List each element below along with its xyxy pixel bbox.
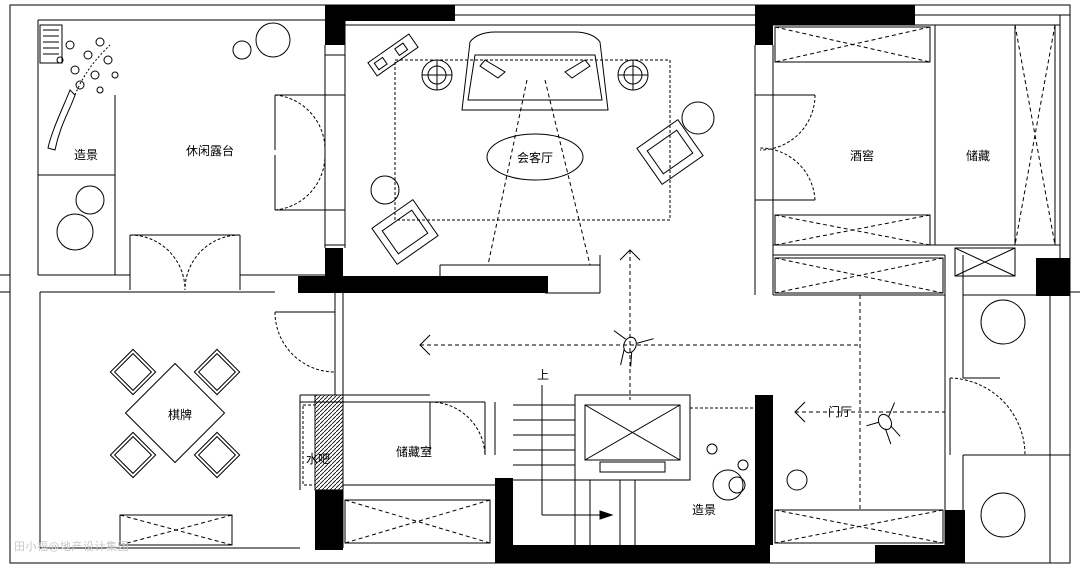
landscape-bottom — [706, 299, 1026, 538]
label-living-room: 会客厅 — [517, 151, 554, 165]
label-water-bar: 水吧 — [306, 452, 331, 466]
label-storage-room: 储藏室 — [396, 445, 433, 459]
chess-table — [109, 348, 241, 479]
stairs — [513, 385, 755, 545]
label-landscape-top: 造景 — [74, 148, 99, 162]
label-chess-room: 棋牌 — [168, 408, 193, 422]
label-terrace: 休闲露台 — [186, 144, 235, 158]
landscape-top — [39, 22, 291, 251]
label-wine-cellar: 酒窖 — [850, 149, 875, 163]
label-landscape-bottom: 造景 — [692, 503, 717, 517]
label-stair-up: 上 — [537, 368, 550, 382]
person-figures — [613, 330, 901, 445]
water-bar — [302, 394, 344, 491]
walls — [298, 5, 1070, 563]
cabinets — [119, 24, 1056, 546]
doors — [129, 94, 1026, 456]
circulation — [419, 249, 945, 510]
label-foyer: 门厅 — [828, 405, 853, 419]
living-furniture — [367, 31, 715, 266]
label-storage-right: 储藏 — [966, 149, 991, 163]
partitions — [37, 14, 1070, 563]
watermark: 田小福@地产设计集团 — [14, 540, 129, 553]
